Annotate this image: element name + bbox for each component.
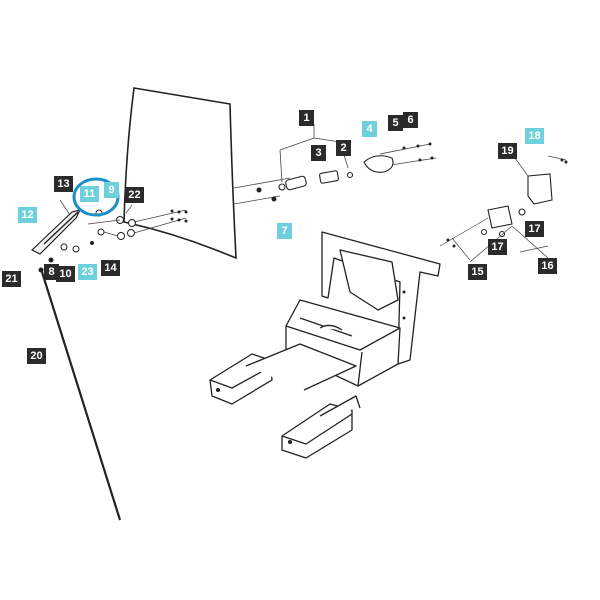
left-fastener-dots	[170, 209, 188, 223]
screw-part	[90, 241, 94, 245]
part-label-6: 6	[403, 112, 418, 128]
part-label-14: 14	[101, 260, 120, 276]
part-label-5: 5	[388, 115, 403, 131]
part-label-17a: 17	[488, 239, 507, 255]
nut-part	[97, 228, 105, 236]
wiper-arm-rod	[43, 211, 79, 245]
part-label-22: 22	[125, 187, 144, 203]
left-leader-lines	[59, 199, 187, 237]
part-label-3: 3	[311, 145, 326, 161]
part-label-10: 10	[56, 266, 75, 282]
washer-part	[117, 232, 125, 240]
wiper-blade	[40, 271, 122, 521]
part-label-15: 15	[468, 264, 487, 280]
part-label-2: 2	[336, 140, 351, 156]
part-label-13: 13	[54, 176, 73, 192]
motor-assembly-lines	[233, 124, 437, 205]
washer-part	[128, 219, 136, 227]
part-label-8: 8	[44, 264, 59, 280]
washer-part	[127, 229, 135, 237]
part-label-16: 16	[538, 258, 557, 274]
part-label-11: 11	[80, 186, 99, 202]
part-label-17b: 17	[525, 221, 544, 237]
part-label-12: 12	[18, 207, 37, 223]
right-screws	[446, 158, 568, 248]
part-label-4: 4	[362, 121, 377, 137]
frame-holes	[216, 290, 406, 444]
part-label-20: 20	[27, 348, 46, 364]
screw-part	[38, 267, 44, 273]
screw-part	[48, 257, 54, 263]
part-label-21: 21	[2, 271, 21, 287]
nut-part	[60, 243, 68, 251]
cab-frame	[209, 231, 441, 459]
part-label-9: 9	[104, 182, 119, 198]
window-glass-panel	[123, 87, 237, 260]
part-label-7: 7	[277, 223, 292, 239]
washer-part	[72, 245, 80, 253]
part-label-23: 23	[78, 264, 97, 280]
part-label-19: 19	[498, 143, 517, 159]
right-bracket-assembly	[480, 173, 553, 238]
motor-screws	[256, 142, 434, 202]
part-label-1: 1	[299, 110, 314, 126]
part-label-18: 18	[525, 128, 544, 144]
wiper-motor	[278, 155, 394, 191]
